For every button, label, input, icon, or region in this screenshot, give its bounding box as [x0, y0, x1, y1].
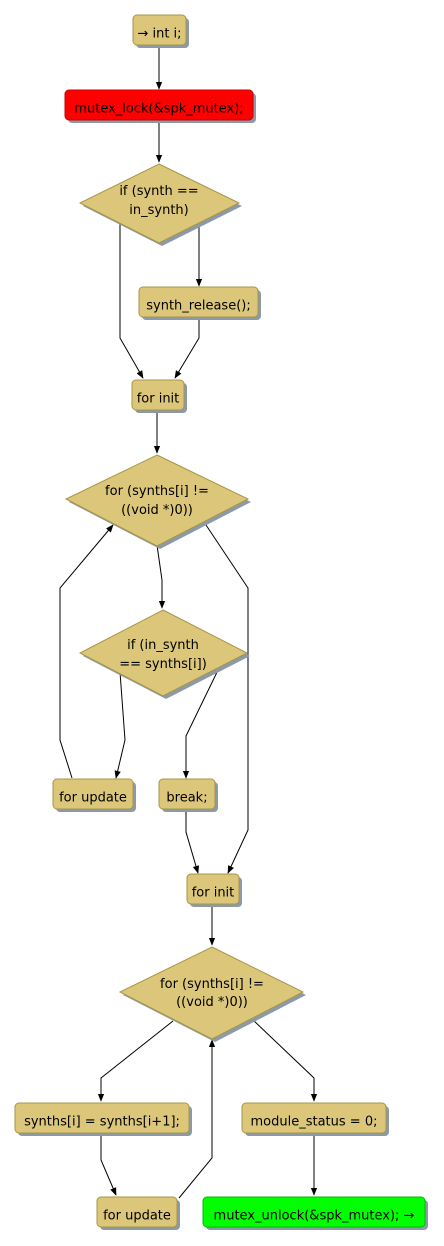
node-unlock: mutex_unlock(&spk_mutex); → [202, 1196, 428, 1230]
node-if-in-synth-label-line-2: == synths[i]) [119, 657, 207, 672]
edges [59, 45, 318, 1199]
edge-if-synth-to-for-init-1 [119, 220, 144, 379]
node-break-label: break; [166, 791, 207, 806]
node-for-update-1: for update [52, 778, 136, 812]
node-unlock-label: mutex_unlock(&spk_mutex); → [214, 1209, 415, 1224]
edge-if-in-synth-to-for-update-1 [114, 671, 126, 779]
node-lock-label: mutex_lock(&spk_mutex); [74, 102, 243, 117]
node-if-in-synth: if (in_synth == synths[i]) [78, 609, 250, 699]
node-start: → int i; [132, 14, 189, 48]
node-lock: mutex_lock(&spk_mutex); [64, 89, 256, 123]
node-for-init-2-label: for init [192, 886, 235, 901]
node-for-cond-2: for (synths[i] != ((void *)0)) [118, 946, 306, 1042]
edge-if-in-synth-to-break [182, 665, 221, 779]
edge-for-cond-1-exit [203, 521, 249, 874]
node-for-update-2-label: for update [103, 1209, 171, 1224]
node-for-cond-2-label-line-1: for (synths[i] != [160, 977, 264, 992]
node-for-cond-1-label-line-1: for (synths[i] != [105, 484, 209, 499]
node-for-init-1-label: for init [137, 392, 180, 407]
edge-for-update-1-loop [59, 524, 114, 779]
node-shift: synths[i] = synths[i+1]; [14, 1102, 192, 1136]
node-status: module_status = 0; [241, 1102, 389, 1136]
node-release: synth_release(); [138, 286, 261, 320]
node-if-in-synth-label-line-1: if (in_synth [127, 638, 199, 653]
edge-release-to-for-init-1 [174, 316, 200, 379]
node-shift-label: synths[i] = synths[i+1]; [24, 1115, 180, 1130]
node-start-label: → int i; [137, 27, 181, 42]
edge-break-to-for-init-2 [185, 809, 200, 874]
node-for-update-2: for update [96, 1196, 180, 1230]
node-if-synth: if (synth == in_synth) [78, 163, 242, 246]
edge-shift-to-for-update-2 [100, 1133, 117, 1196]
edge-for-cond-2-to-shift [97, 1020, 174, 1102]
node-release-label: synth_release(); [146, 299, 250, 314]
node-for-update-1-label: for update [59, 791, 127, 806]
node-if-synth-label-line-2: in_synth) [129, 203, 188, 218]
node-for-init-2: for init [186, 873, 242, 907]
node-break: break; [158, 778, 218, 812]
node-for-cond-1-label-line-2: ((void *)0)) [121, 503, 193, 518]
edge-for-cond-1-to-if-in-synth [156, 544, 166, 609]
node-if-synth-label-line-1: if (synth == [119, 184, 198, 199]
node-for-init-1: for init [131, 379, 187, 413]
node-status-label: module_status = 0; [251, 1115, 378, 1130]
node-for-cond-1: for (synths[i] != ((void *)0)) [64, 454, 251, 549]
edge-for-update-2-loop [178, 1039, 216, 1199]
edge-for-cond-2-to-status [251, 1018, 318, 1102]
node-for-cond-2-label-line-2: ((void *)0)) [176, 995, 248, 1010]
